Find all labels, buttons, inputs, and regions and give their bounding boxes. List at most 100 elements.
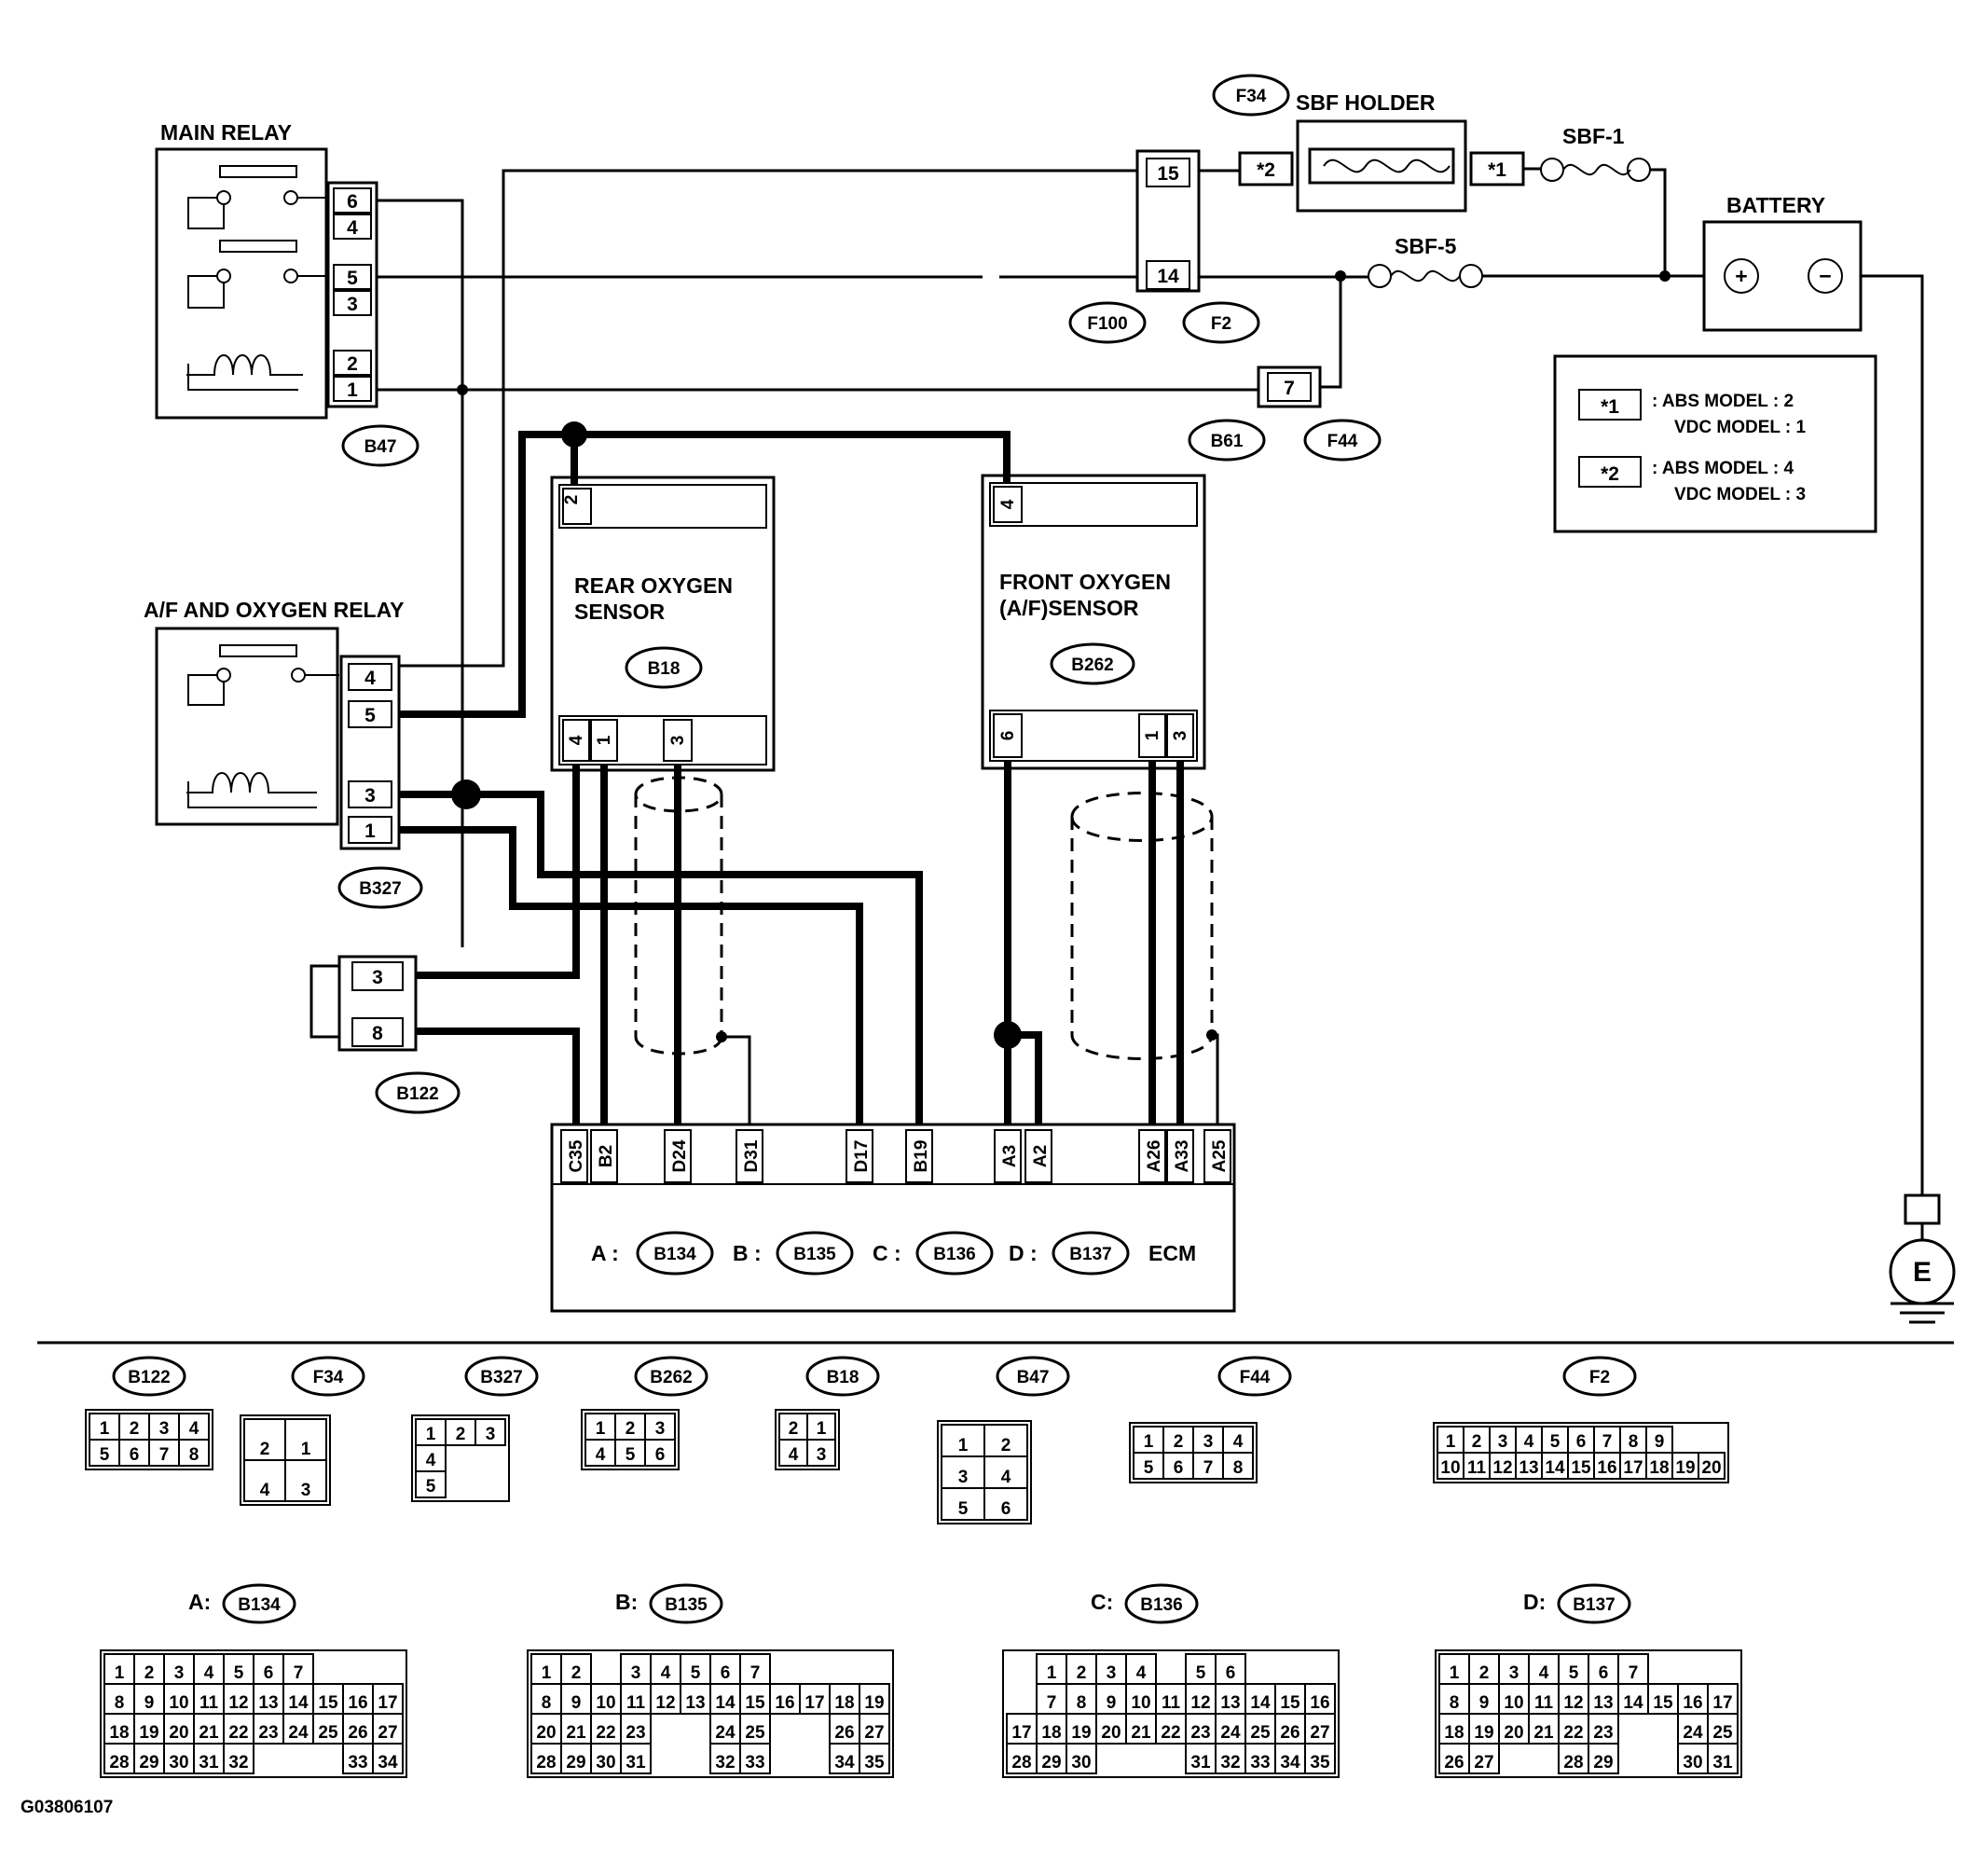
pin-number: 33 [1250,1753,1270,1773]
pin-number: 1 [1446,1432,1456,1452]
pin-number: 23 [626,1723,645,1743]
face-tag-f2 [1562,1356,1637,1397]
ecm-face-prefix: A: [188,1590,211,1614]
face-tag-b262 [634,1356,708,1397]
pin-number: 17 [1623,1458,1643,1478]
face-tag-f34 [291,1356,365,1397]
pin-number: 17 [804,1693,824,1713]
pin-number: 4 [426,1451,436,1470]
pin-cell [284,1459,327,1502]
connector-tag-f2 [1182,301,1260,344]
pin-number: 11 [1162,1693,1181,1713]
ecm-face-tag-a-text: B134 [238,1595,281,1615]
ecm-pin-cell [1024,1129,1052,1183]
face-tag-b262-text: B262 [650,1368,692,1387]
pin-number: 17 [1712,1693,1732,1713]
pin-number: 21 [566,1723,586,1743]
main-relay-pin: 4 [347,217,358,239]
front-sensor-pin: 1 [1143,730,1162,740]
pin-number: 17 [378,1693,397,1713]
pin-number: 29 [1593,1753,1613,1773]
pin-number: 2 [1077,1663,1087,1683]
pin-number: 24 [1220,1723,1241,1743]
legend-star1-line1: : ABS MODEL : 2 [1652,392,1794,411]
rear-sensor-pin: 4 [567,735,586,745]
ecm-pin-cell [590,1129,618,1183]
pin-number: 11 [199,1693,219,1713]
pin-number: 29 [1041,1753,1061,1773]
pin-number: 13 [258,1693,278,1713]
pin-cell [806,1439,836,1467]
pin-cell [1588,1743,1619,1774]
ecm-pin-label: B19 [912,1140,931,1173]
connector-tag-b122 [375,1071,461,1114]
ecm-face-prefix: C: [1091,1590,1113,1614]
pin-number: 1 [1144,1432,1154,1452]
svg-text:7: 7 [1284,378,1295,399]
fuse-connector-pin: 14 [1157,266,1179,287]
ecm-face-tag-d-text: B137 [1573,1595,1615,1615]
pin-number: 7 [1602,1432,1613,1452]
pin-cell [372,1743,404,1774]
svg-text:B18: B18 [648,659,681,679]
pin-number: 22 [596,1723,615,1743]
pin-number: 33 [745,1753,764,1773]
pin-number: 35 [864,1753,885,1773]
ecm-pin-cell [736,1129,763,1183]
pin-number: 4 [260,1481,270,1500]
front-oxygen-sensor: 4 FRONT OXYGEN (A/F)SENSOR B262 6 1 3 [981,474,1206,770]
pin-number: 4 [661,1663,671,1683]
pin-cell [1222,1452,1254,1480]
pin-number: 8 [189,1445,199,1465]
pin-number: 5 [100,1445,110,1465]
pin-number: 10 [169,1693,188,1713]
pin-number: 2 [789,1419,799,1439]
pin-number: 14 [1623,1693,1643,1713]
pin-number: 26 [1280,1723,1299,1743]
pin-number: 6 [1001,1499,1011,1519]
face-tag-b122 [112,1356,186,1397]
pin-number: 25 [1712,1723,1733,1743]
pin-number: 3 [174,1663,185,1683]
af-relay-pin: 3 [364,785,376,807]
pin-cell [620,1743,652,1774]
rear-oxygen-sensor: 2 REAR OXYGEN SENSOR B18 4 1 3 [550,476,776,772]
pin-number: 8 [1629,1432,1639,1452]
power-supply: F34 SBF HOLDER *2 *1 SBF-1 SBF-5 BATTERY… [1068,74,1863,462]
ecm-face-prefix: B: [615,1590,638,1614]
pin-number: 30 [1071,1753,1091,1773]
pin-number: 28 [1011,1753,1031,1773]
face-tag-b327 [464,1356,539,1397]
ecm-label: ECM [1148,1241,1196,1265]
front-sensor-pin: 4 [998,499,1018,509]
pin-number: 5 [1144,1458,1154,1478]
pin-number: 20 [536,1723,556,1743]
ecm-body [550,1123,1236,1313]
pin-number: 3 [958,1468,969,1487]
legend-box: *1 : ABS MODEL : 2 VDC MODEL : 1 *2 : AB… [1553,354,1877,533]
pin-number: 19 [1071,1723,1091,1743]
pin-number: 34 [834,1753,855,1773]
ecm-pin-cell [1138,1129,1166,1183]
ecm-face-tag-c-text: B136 [1140,1595,1182,1615]
pin-number: 9 [1107,1693,1117,1713]
pin-cell [983,1487,1028,1521]
pin-number: 4 [1524,1432,1534,1452]
pin-number: 24 [288,1723,309,1743]
af-relay-pin: 4 [364,668,376,689]
pin-number: 6 [655,1445,666,1465]
pin-number: 7 [294,1663,304,1683]
ecm-pin-label: B2 [597,1145,616,1167]
pin-number: 1 [1047,1663,1057,1683]
pin-number: 12 [1563,1693,1583,1713]
legend-star2-line1: : ABS MODEL : 4 [1652,459,1794,478]
rear-sensor-pin: 3 [668,736,688,746]
pin-number: 24 [715,1723,736,1743]
pin-number: 30 [596,1753,615,1773]
pin-number: 20 [1101,1723,1121,1743]
connector-tag-b61 [1188,419,1266,462]
